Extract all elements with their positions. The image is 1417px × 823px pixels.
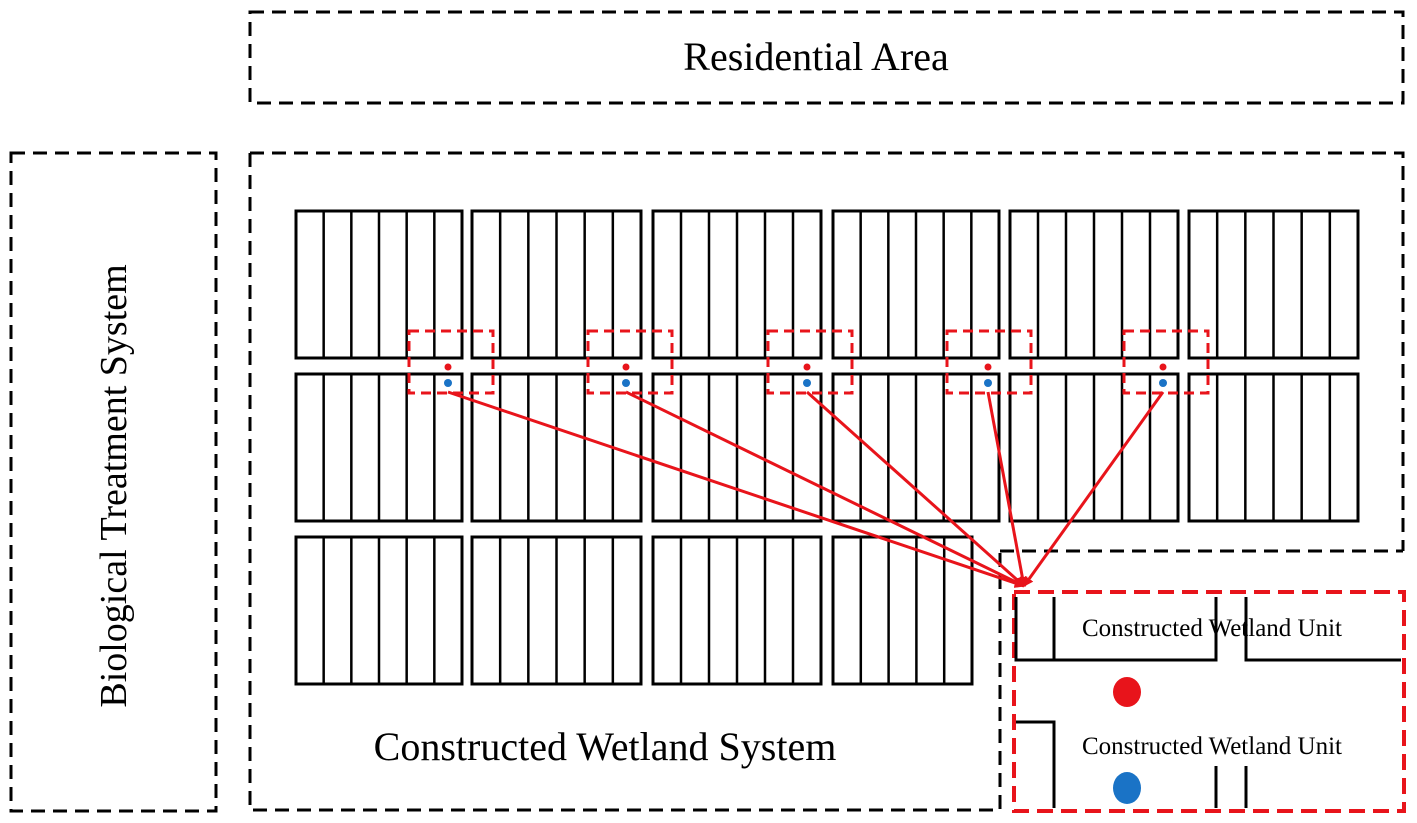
wetland-cell [831,372,1001,523]
inlet-point-icon [984,363,992,371]
wetland-cell-grid [294,209,1360,686]
outlet-point-icon [1159,379,1167,387]
sampling-arrow [1022,391,1165,587]
inlet-point-icon [1159,363,1167,371]
lower-unit-label: Constructed Wetland Unit [1082,733,1342,760]
wetland-cell [294,209,464,360]
lower-unit-walls [1016,720,1248,808]
outlet-point-icon [803,379,811,387]
outlet-point-icon [444,379,452,387]
wetland-cell [294,372,464,523]
wetland-cell [294,535,464,686]
wetland-cell [831,535,974,686]
detail-frame [1012,590,1406,813]
outlet-point-icon [984,379,992,387]
biological-treatment-zone: Biological Treatment System [9,151,218,813]
wetland-cell [1008,372,1180,523]
wetland-system-label: Constructed Wetland System [374,724,837,769]
sampling-box [586,329,674,395]
inlet-point-icon [444,363,452,371]
wetland-cell [831,209,1001,360]
sampling-arrow [986,391,1028,587]
wetland-cell [651,209,823,360]
sampling-box [766,329,854,395]
wetland-cell [1187,209,1360,360]
wetland-cell [470,535,643,686]
sampling-arrows [447,390,1165,588]
sampling-box [407,329,495,395]
inlet-dot-icon [1113,677,1141,707]
sampling-arrow [625,390,1025,588]
sampling-box [1122,329,1210,395]
inlet-point-icon [803,363,811,371]
outlet-point-icon [622,379,630,387]
sampling-arrow [447,390,1025,588]
inlet-point-icon [622,363,630,371]
residential-area-label: Residential Area [683,34,949,79]
sampling-points [407,329,1210,395]
wetland-cell [651,535,823,686]
wetland-cell [1187,372,1360,523]
wetland-unit-detail: Constructed Wetland Unit Constructed Wet… [1012,590,1406,813]
wetland-cell [1008,209,1180,360]
sampling-box [945,329,1033,395]
upper-unit-walls [1014,597,1401,662]
wetland-system-boundary [248,151,1405,812]
sampling-arrow [806,390,1025,588]
upper-unit-label: Constructed Wetland Unit [1082,615,1342,642]
biological-treatment-label: Biological Treatment System [93,264,135,707]
outlet-dot-icon [1113,772,1141,804]
wetland-cell [470,209,643,360]
residential-area-zone: Residential Area [248,10,1405,105]
